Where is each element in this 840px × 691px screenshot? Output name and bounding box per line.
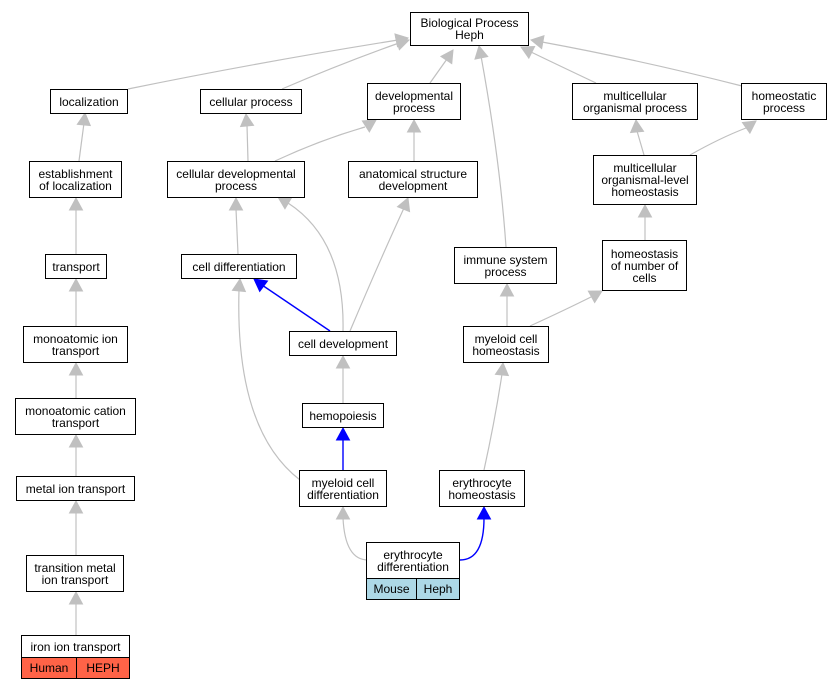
node-monoatomic-ion-transport[interactable]: monoatomic ion transport bbox=[23, 326, 128, 363]
edge-arrowhead bbox=[637, 203, 653, 218]
node-establishment-of-localization[interactable]: establishment of localization bbox=[29, 161, 122, 198]
edge-arrowhead bbox=[68, 196, 84, 211]
edge-cell-diff-cellular-developmental bbox=[235, 208, 239, 255]
edge-myeloid-homeostasis-number-of-cells bbox=[529, 295, 594, 327]
edge-arrowhead bbox=[76, 111, 92, 127]
edge-mc-homeostasis-homeostatic-process bbox=[689, 127, 747, 156]
edge-developmental-process-bp bbox=[429, 58, 448, 84]
edge-immune-system-process-bp bbox=[480, 55, 507, 248]
node-anatomical-structure-development[interactable]: anatomical structure development bbox=[348, 161, 478, 198]
edge-arrowhead bbox=[439, 49, 454, 65]
edge-arrowhead bbox=[494, 361, 510, 377]
node-erythrocyte-differentiation[interactable]: erythrocyte differentiation bbox=[366, 542, 460, 579]
node-myeloid-cell-differentiation[interactable]: myeloid cell differentiation bbox=[299, 470, 387, 507]
edge-arrowhead bbox=[587, 290, 603, 304]
node-monoatomic-cation-transport[interactable]: monoatomic cation transport bbox=[15, 398, 136, 435]
tag-gene-heph: Heph bbox=[416, 578, 460, 600]
node-erythrocyte-homeostasis[interactable]: erythrocyte homeostasis bbox=[439, 470, 525, 507]
node-cellular-developmental-process[interactable]: cellular developmental process bbox=[167, 161, 305, 198]
tag-gene-heph-human: HEPH bbox=[76, 657, 130, 679]
node-multicellular-organismal-level-homeostasis[interactable]: multicellular organismal-level homeostas… bbox=[593, 155, 697, 205]
edge-arrowhead bbox=[253, 278, 269, 293]
edge-cell-development-cell-diff bbox=[261, 284, 331, 332]
edge-arrowhead bbox=[335, 354, 351, 369]
edge-arrowhead bbox=[68, 361, 84, 376]
node-metal-ion-transport[interactable]: metal ion transport bbox=[16, 476, 135, 501]
edge-erythrocyte-diff-erythrocyte-homeostasis bbox=[459, 517, 485, 561]
tag-species-mouse: Mouse bbox=[366, 578, 417, 600]
edge-erythrocyte-diff-myeloid-diff bbox=[342, 517, 369, 561]
edge-arrowhead bbox=[396, 197, 411, 213]
node-cell-development[interactable]: cell development bbox=[289, 331, 397, 356]
edge-cell-development-cellular-developmental bbox=[287, 202, 344, 332]
node-transport[interactable]: transport bbox=[45, 254, 107, 279]
tag-species-human: Human bbox=[21, 657, 77, 679]
node-cell-differentiation[interactable]: cell differentiation bbox=[181, 254, 297, 279]
edge-arrowhead bbox=[335, 426, 351, 441]
edge-localization-bp bbox=[127, 39, 399, 90]
edge-arrowhead bbox=[529, 35, 545, 50]
edge-arrowhead bbox=[520, 46, 536, 60]
edge-arrowhead bbox=[68, 433, 84, 448]
edge-arrowhead bbox=[741, 120, 757, 135]
edge-cell-development-anatomical bbox=[349, 207, 405, 332]
edge-mc-homeostasis-mc-process bbox=[636, 130, 645, 156]
edge-arrowhead bbox=[361, 119, 377, 133]
edge-arrowhead bbox=[68, 277, 84, 292]
edge-arrowhead bbox=[394, 36, 411, 51]
edge-arrowhead bbox=[68, 590, 84, 605]
edge-establishment-localization bbox=[78, 122, 85, 162]
node-cellular-process[interactable]: cellular process bbox=[200, 89, 302, 114]
node-iron-ion-transport[interactable]: iron ion transport bbox=[21, 635, 130, 658]
edge-arrowhead bbox=[239, 112, 255, 128]
edge-arrowhead bbox=[335, 505, 351, 520]
edge-erythrocyte-homeostasis-myeloid-homeostasis bbox=[483, 373, 503, 471]
edge-arrowhead bbox=[474, 44, 489, 60]
edge-homeostatic-process-bp bbox=[541, 41, 743, 87]
node-hemopoiesis[interactable]: hemopoiesis bbox=[302, 403, 384, 428]
edge-arrowhead bbox=[228, 196, 244, 211]
edge-arrowhead bbox=[476, 505, 492, 520]
node-multicellular-organismal-process[interactable]: multicellular organismal process bbox=[572, 83, 698, 120]
node-homeostatic-process[interactable]: homeostatic process bbox=[741, 83, 827, 120]
node-localization[interactable]: localization bbox=[50, 89, 128, 114]
edge-myeloid-diff-cell-diff bbox=[238, 289, 301, 481]
edge-cellular-process-bp bbox=[281, 42, 400, 90]
edge-arrowhead bbox=[406, 118, 422, 133]
node-developmental-process[interactable]: developmental process bbox=[367, 83, 461, 120]
node-biological-process[interactable]: Biological Process Heph bbox=[410, 12, 529, 46]
node-homeostasis-of-number-of-cells[interactable]: homeostasis of number of cells bbox=[602, 240, 687, 291]
edge-arrowhead bbox=[231, 277, 247, 293]
edge-cellular-developmental-cellular-process bbox=[246, 124, 249, 162]
edge-arrowhead bbox=[68, 499, 84, 514]
node-myeloid-cell-homeostasis[interactable]: myeloid cell homeostasis bbox=[463, 326, 549, 363]
node-immune-system-process[interactable]: immune system process bbox=[454, 247, 557, 284]
edge-arrowhead bbox=[629, 118, 645, 134]
edge-multicellular-organismal-process-bp bbox=[530, 51, 597, 84]
edge-arrowhead bbox=[277, 196, 293, 210]
node-transition-metal-ion-transport[interactable]: transition metal ion transport bbox=[26, 555, 124, 592]
edge-cellular-developmental-developmental-process bbox=[274, 126, 366, 162]
edge-arrowhead bbox=[499, 282, 515, 297]
